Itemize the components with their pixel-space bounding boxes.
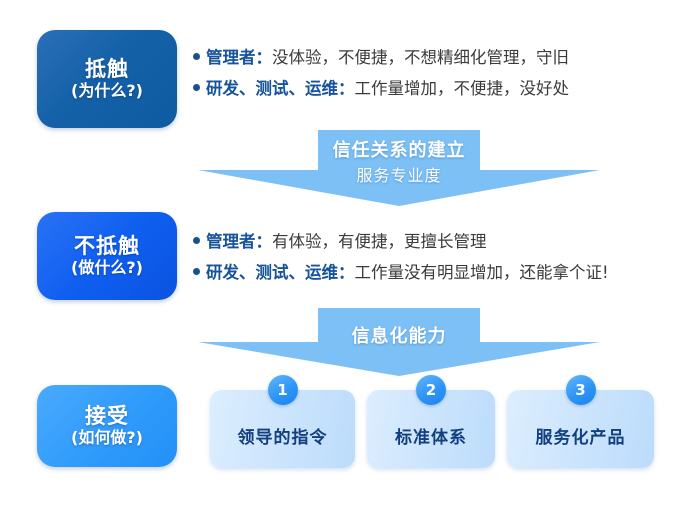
arrow-trust: 信任关系的建立 服务专业度 [198, 130, 600, 206]
bullet-list-resist: 管理者： 没体验，不便捷，不想精细化管理，守旧 研发、测试、运维： 工作量增加，… [193, 44, 569, 106]
bullet-key: 管理者： [206, 48, 272, 67]
card-number-badge: 3 [565, 375, 596, 405]
result-card-3[interactable]: 3 服务化产品 [507, 375, 654, 468]
stage-question-accept: (如何做?) [71, 427, 143, 447]
bullet-value: 工作量增加，不便捷，没好处 [354, 79, 570, 98]
list-item: 研发、测试、运维： 工作量增加，不便捷，没好处 [193, 75, 569, 99]
card-label: 服务化产品 [535, 428, 626, 448]
bullet-dot-icon [193, 53, 200, 60]
arrow-informatization: 信息化能力 [198, 308, 600, 376]
bullet-dot-icon [193, 268, 200, 275]
stage-title-resist: 抵触 [85, 56, 129, 81]
result-card-1[interactable]: 1 领导的指令 [210, 375, 355, 468]
bullet-key: 研发、测试、运维： [206, 79, 355, 98]
bullet-value: 工作量没有明显增加，还能拿个证! [354, 263, 609, 282]
list-item: 研发、测试、运维： 工作量没有明显增加，还能拿个证! [193, 259, 609, 283]
stage-question-non-resist: (做什么?) [71, 257, 143, 277]
stage-question-resist: (为什么?) [71, 80, 143, 100]
bullet-dot-icon [193, 84, 200, 91]
chevron-down-icon [198, 130, 600, 206]
list-item: 管理者： 没体验，不便捷，不想精细化管理，守旧 [193, 44, 569, 68]
stage-title-accept: 接受 [85, 403, 129, 428]
bullet-value: 没体验，不便捷，不想精细化管理，守旧 [272, 48, 569, 67]
bullet-key: 管理者： [206, 232, 272, 251]
result-card-2[interactable]: 2 标准体系 [367, 375, 495, 468]
stage-box-resist[interactable]: 抵触 (为什么?) [37, 30, 177, 128]
bullet-dot-icon [193, 237, 200, 244]
card-label: 领导的指令 [237, 428, 328, 448]
chevron-down-icon [198, 308, 600, 376]
stage-box-accept[interactable]: 接受 (如何做?) [37, 385, 177, 467]
bullet-value: 有体验，有便捷，更擅长管理 [272, 232, 487, 251]
bullet-list-non-resist: 管理者： 有体验，有便捷，更擅长管理 研发、测试、运维： 工作量没有明显增加，还… [193, 228, 609, 290]
card-label: 标准体系 [395, 428, 467, 448]
card-number-badge: 1 [267, 375, 298, 405]
stage-box-non-resist[interactable]: 不抵触 (做什么?) [37, 212, 177, 300]
card-number-badge: 2 [416, 375, 446, 405]
list-item: 管理者： 有体验，有便捷，更擅长管理 [193, 228, 609, 252]
bullet-key: 研发、测试、运维： [206, 263, 355, 282]
stage-title-non-resist: 不抵触 [74, 233, 140, 258]
